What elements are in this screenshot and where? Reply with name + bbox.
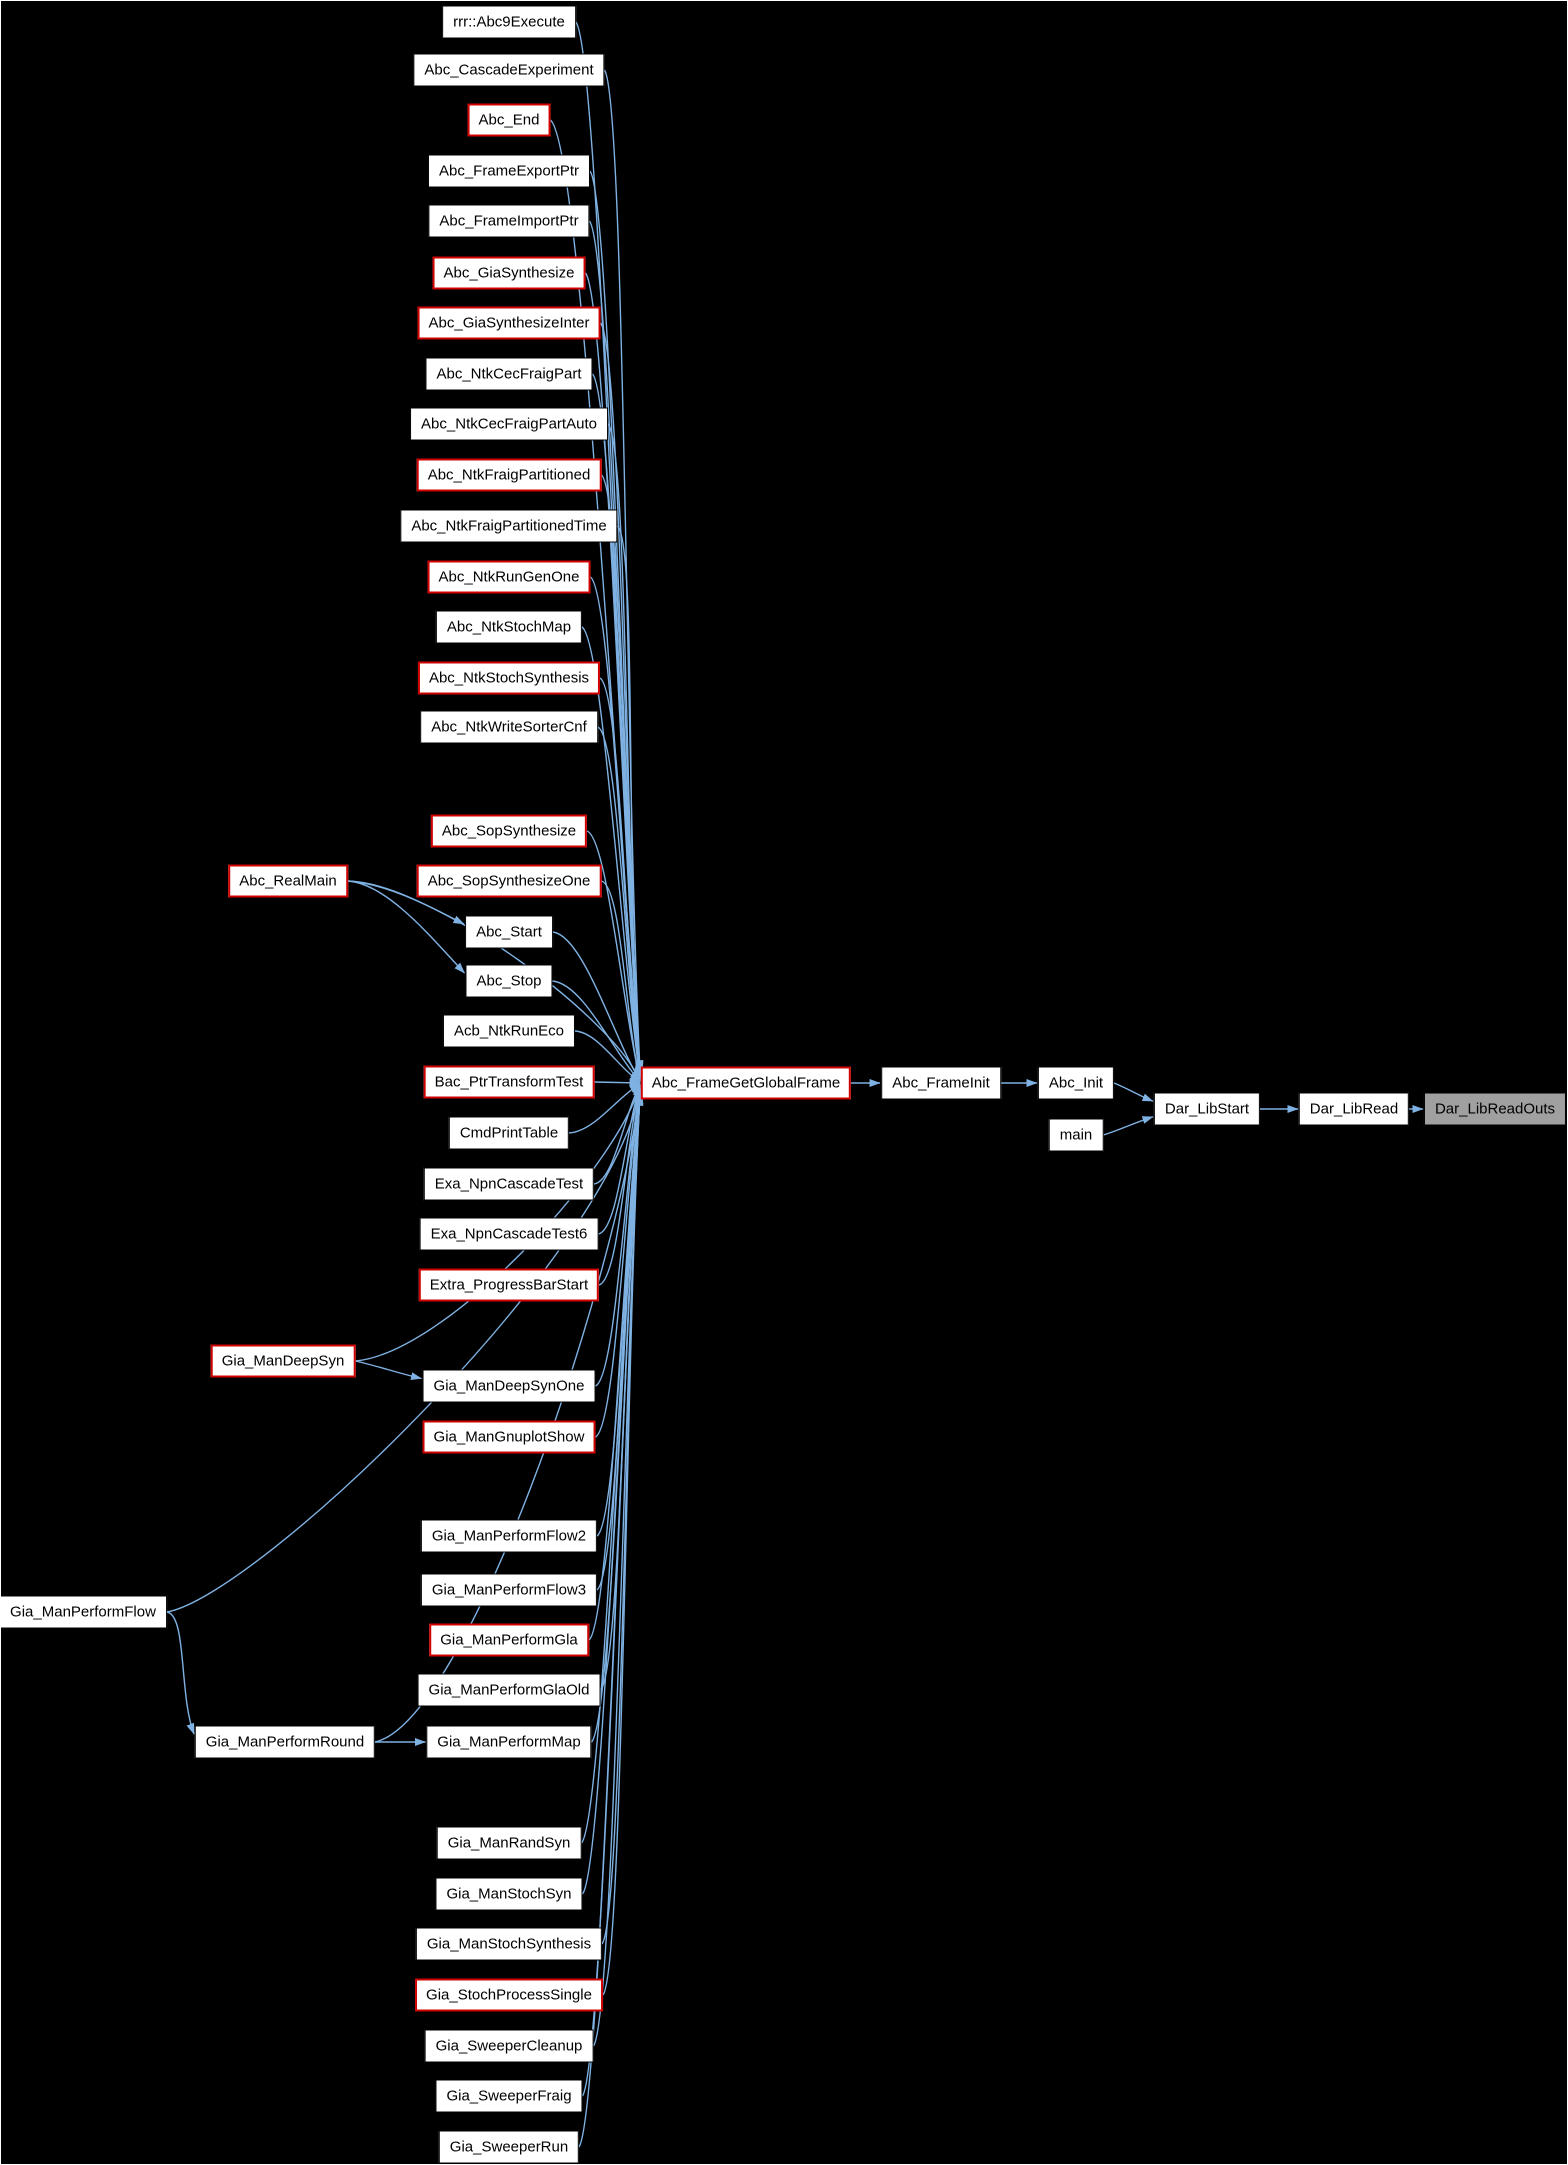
call-edge-abc-sopsynthesizeone-to-abc-framegetglobalframe xyxy=(601,880,642,1081)
call-edge-bac-ptrtransformtest-to-abc-framegetglobalframe xyxy=(594,1078,641,1087)
graph-node-abc-sopsynthesizeone[interactable]: Abc_SopSynthesizeOne xyxy=(416,864,602,898)
graph-node-abc-ntkwritesortercnf[interactable]: Abc_NtkWriteSorterCnf xyxy=(420,710,598,744)
graph-node-gia-mandeepsyn[interactable]: Gia_ManDeepSyn xyxy=(210,1344,356,1378)
graph-node-gia-manstochsynthesis[interactable]: Gia_ManStochSynthesis xyxy=(415,1927,603,1961)
graph-node-gia-mangnuplotshow[interactable]: Gia_ManGnuplotShow xyxy=(422,1420,596,1454)
graph-node-dar-libreadouts[interactable]: Dar_LibReadOuts xyxy=(1423,1092,1567,1126)
graph-node-abc-ntkrungenone[interactable]: Abc_NtkRunGenOne xyxy=(427,560,591,594)
graph-node-abc-frameimportptr[interactable]: Abc_FrameImportPtr xyxy=(428,204,590,238)
call-edge-abc-ntkwritesortercnf-to-abc-framegetglobalframe xyxy=(597,726,643,1080)
graph-node-abc-ntkcecfraigpartauto[interactable]: Abc_NtkCecFraigPartAuto xyxy=(410,407,608,441)
graph-node-main[interactable]: main xyxy=(1048,1118,1104,1152)
call-edge-gia-manperformround-to-abc-framegetglobalframe xyxy=(374,1090,643,1743)
graph-node-bac-ptrtransformtest[interactable]: Bac_PtrTransformTest xyxy=(423,1065,595,1099)
graph-node-gia-sweeperfraig[interactable]: Gia_SweeperFraig xyxy=(435,2079,583,2113)
graph-node-exa-npncascadetest[interactable]: Exa_NpnCascadeTest xyxy=(423,1167,595,1201)
call-edge-gia-mandeepsyn-to-gia-mandeepsynone xyxy=(355,1360,422,1381)
graph-node-abc-ntkfraigpartitioned[interactable]: Abc_NtkFraigPartitioned xyxy=(416,458,602,492)
call-edge-abc-cascadeexperiment-to-abc-framegetglobalframe xyxy=(603,69,644,1072)
graph-node-gia-manperformglaold[interactable]: Gia_ManPerformGlaOld xyxy=(417,1673,601,1707)
graph-node-extra-progressbarstart[interactable]: Extra_ProgressBarStart xyxy=(418,1268,600,1302)
call-edge-gia-sweeperrun-to-abc-framegetglobalframe xyxy=(578,1094,644,2148)
call-edge-gia-mandeepsyn-to-abc-framegetglobalframe xyxy=(355,1085,641,1362)
graph-node-acb-ntkruneco[interactable]: Acb_NtkRunEco xyxy=(442,1014,576,1048)
call-edge-gia-manstochsyn-to-abc-framegetglobalframe xyxy=(581,1091,644,1895)
graph-node-abc-sopsynthesize[interactable]: Abc_SopSynthesize xyxy=(430,814,588,848)
graph-node-abc-stop[interactable]: Abc_Stop xyxy=(465,964,553,998)
graph-node-gia-manperformmap[interactable]: Gia_ManPerformMap xyxy=(426,1725,592,1759)
graph-node-gia-manperformflow2[interactable]: Gia_ManPerformFlow2 xyxy=(420,1519,598,1553)
graph-node-abc-frameexportptr[interactable]: Abc_FrameExportPtr xyxy=(427,154,591,188)
graph-node-gia-manperformgla[interactable]: Gia_ManPerformGla xyxy=(429,1623,589,1657)
graph-node-gia-manstochsyn[interactable]: Gia_ManStochSyn xyxy=(435,1877,583,1911)
graph-node-abc-frameinit[interactable]: Abc_FrameInit xyxy=(881,1066,1001,1100)
graph-node-exa-npncascadetest6[interactable]: Exa_NpnCascadeTest6 xyxy=(419,1217,599,1251)
graph-node-gia-manrandsyn[interactable]: Gia_ManRandSyn xyxy=(436,1826,582,1860)
graph-node-gia-mandeepsynone[interactable]: Gia_ManDeepSynOne xyxy=(422,1369,596,1403)
graph-node-abc-ntkstochsynthesis[interactable]: Abc_NtkStochSynthesis xyxy=(417,661,601,695)
graph-node-dar-libread[interactable]: Dar_LibRead xyxy=(1298,1092,1410,1126)
graph-node-gia-manperformflow3[interactable]: Gia_ManPerformFlow3 xyxy=(420,1573,598,1607)
call-edge-abc-init-to-dar-libstart xyxy=(1113,1082,1154,1102)
graph-node-dar-libstart[interactable]: Dar_LibStart xyxy=(1153,1092,1261,1126)
call-edge-gia-mangnuplotshow-to-abc-framegetglobalframe xyxy=(595,1086,643,1438)
call-edge-abc-stop-to-abc-framegetglobalframe xyxy=(552,980,641,1083)
graph-node-abc-cascadeexperiment[interactable]: Abc_CascadeExperiment xyxy=(413,53,605,87)
graph-node-abc-start[interactable]: Abc_Start xyxy=(465,915,553,949)
call-edge-abc-ntkfraigpartitionedtime-to-abc-framegetglobalframe xyxy=(616,525,644,1078)
graph-node-abc-ntkfraigpartitionedtime[interactable]: Abc_NtkFraigPartitionedTime xyxy=(400,509,618,543)
graph-node-cmdprinttable[interactable]: CmdPrintTable xyxy=(448,1116,570,1150)
call-edge-gia-manperformgla-to-abc-framegetglobalframe xyxy=(588,1088,643,1641)
call-edge-main-to-dar-libstart xyxy=(1103,1116,1154,1136)
call-edge-abc-ntkstochmap-to-abc-framegetglobalframe xyxy=(581,626,643,1079)
graph-node-abc-realmain[interactable]: Abc_RealMain xyxy=(228,864,348,898)
call-edge-exa-npncascadetest6-to-abc-framegetglobalframe xyxy=(598,1084,641,1235)
graph-node-abc-giasynthesize[interactable]: Abc_GiaSynthesize xyxy=(432,256,586,290)
graph-node-abc-init[interactable]: Abc_Init xyxy=(1037,1066,1115,1100)
graph-node-rrr-abc9execute[interactable]: rrr::Abc9Execute xyxy=(442,5,576,39)
graph-node-abc-ntkstochmap[interactable]: Abc_NtkStochMap xyxy=(435,610,583,644)
graph-node-gia-sweeperrun[interactable]: Gia_SweeperRun xyxy=(438,2130,580,2164)
graph-node-abc-ntkcecfraigpart[interactable]: Abc_NtkCecFraigPart xyxy=(425,357,593,391)
call-edge-abc-realmain-to-abc-start xyxy=(347,880,465,925)
call-edge-gia-manrandsyn-to-abc-framegetglobalframe xyxy=(580,1091,644,1844)
graph-node-abc-giasynthesizeinter[interactable]: Abc_GiaSynthesizeInter xyxy=(417,306,601,340)
graph-node-gia-manperformflow[interactable]: Gia_ManPerformFlow xyxy=(1,1595,167,1629)
call-edge-gia-manperformflow-to-abc-framegetglobalframe xyxy=(166,1088,643,1613)
call-edge-gia-manperformflow-to-gia-manperformround xyxy=(166,1611,195,1735)
graph-node-gia-sweepercleanup[interactable]: Gia_SweeperCleanup xyxy=(424,2029,594,2063)
call-edge-abc-realmain-to-abc-stop xyxy=(347,880,466,974)
call-edge-abc-ntkstochsynthesis-to-abc-framegetglobalframe xyxy=(599,677,643,1079)
graph-node-abc-framegetglobalframe[interactable]: Abc_FrameGetGlobalFrame xyxy=(640,1066,852,1100)
graph-node-gia-manperformround[interactable]: Gia_ManPerformRound xyxy=(194,1725,376,1759)
graph-node-gia-stochprocesssingle[interactable]: Gia_StochProcessSingle xyxy=(415,1978,603,2012)
graph-node-abc-end[interactable]: Abc_End xyxy=(467,103,551,137)
